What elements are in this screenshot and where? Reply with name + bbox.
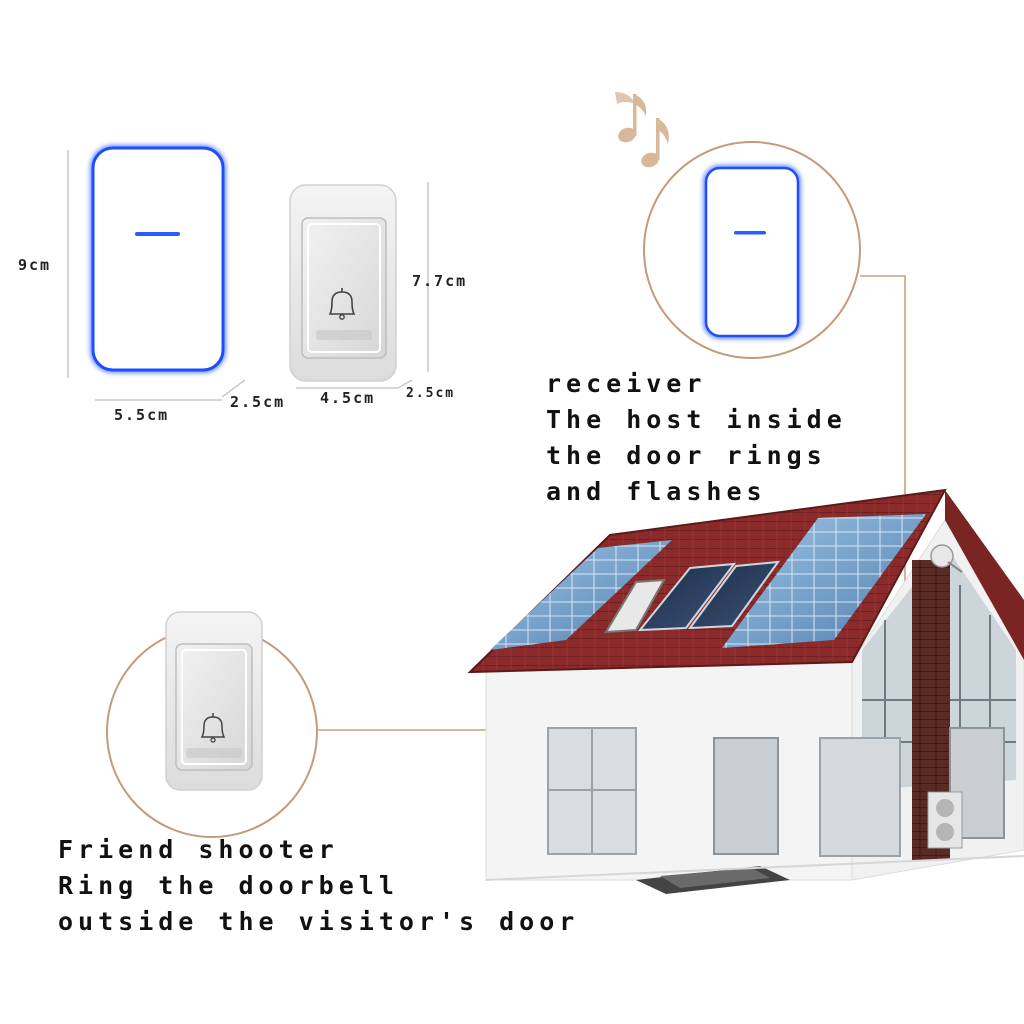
house-illustration — [467, 488, 1024, 894]
receiver-depth-label: 2.5cm — [230, 393, 286, 411]
led-indicator — [135, 232, 180, 236]
button-caption-line: Ring the doorbell — [58, 871, 399, 900]
receiver-width-label: 5.5cm — [114, 406, 170, 424]
receiver-height-label: 9cm — [18, 256, 52, 274]
button-callout — [106, 611, 318, 838]
button-width-label: 4.5cm — [320, 389, 376, 407]
button-depth-label: 2.5cm — [406, 386, 456, 401]
button-drawing — [289, 184, 397, 382]
receiver-caption-line: The host inside — [546, 405, 847, 434]
bell-icon — [200, 713, 226, 743]
button-caption-line: Friend shooter — [58, 835, 339, 864]
music-note-icon — [615, 92, 669, 168]
button-height-label: 7.7cm — [412, 272, 468, 290]
receiver-drawing — [90, 145, 226, 373]
bell-icon — [328, 288, 356, 320]
button-caption-line: outside the visitor's door — [58, 907, 580, 936]
receiver-caption: receiver The host inside the door rings … — [546, 366, 847, 510]
receiver-caption-line: the door rings — [546, 441, 827, 470]
receiver-caption-line: receiver — [546, 369, 707, 398]
receiver-caption-line: and flashes — [546, 477, 767, 506]
button-caption: Friend shooter Ring the doorbell outside… — [58, 832, 579, 940]
receiver-callout — [643, 141, 861, 359]
